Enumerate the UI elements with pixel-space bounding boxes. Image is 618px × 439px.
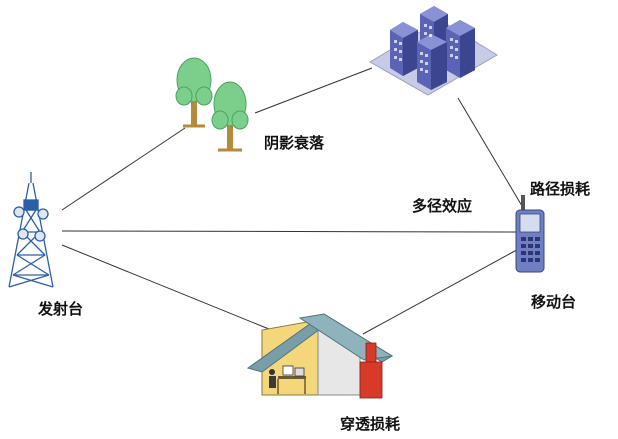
house-icon xyxy=(246,313,394,399)
path-tower-to-house xyxy=(61,244,297,341)
transmission-tower-icon xyxy=(8,172,54,288)
path-trees-to-buildings xyxy=(254,67,373,114)
label-shadow-fading: 阴影衰落 xyxy=(264,134,325,152)
tree-icon xyxy=(175,57,249,152)
path-house-to-mobile xyxy=(362,245,525,335)
building-3 xyxy=(446,20,475,78)
computer-desk xyxy=(269,365,306,394)
label-multipath: 多径效应 xyxy=(412,197,473,215)
propagation-paths xyxy=(61,67,525,341)
label-mobile: 移动台 xyxy=(531,293,577,311)
path-tower-to-mobile-direct xyxy=(61,230,523,233)
building-4 xyxy=(394,24,458,90)
path-buildings-to-mobile xyxy=(457,97,523,207)
building-1 xyxy=(390,22,418,76)
office-buildings-icon xyxy=(369,6,498,96)
tree-right xyxy=(211,81,249,152)
label-path-loss: 路径损耗 xyxy=(530,180,591,198)
mobile-phone-icon xyxy=(515,195,545,273)
label-transmitter: 发射台 xyxy=(38,300,84,318)
path-tower-to-trees xyxy=(61,127,186,211)
tree-left xyxy=(175,57,213,128)
label-penetration-loss: 穿透损耗 xyxy=(340,415,401,433)
